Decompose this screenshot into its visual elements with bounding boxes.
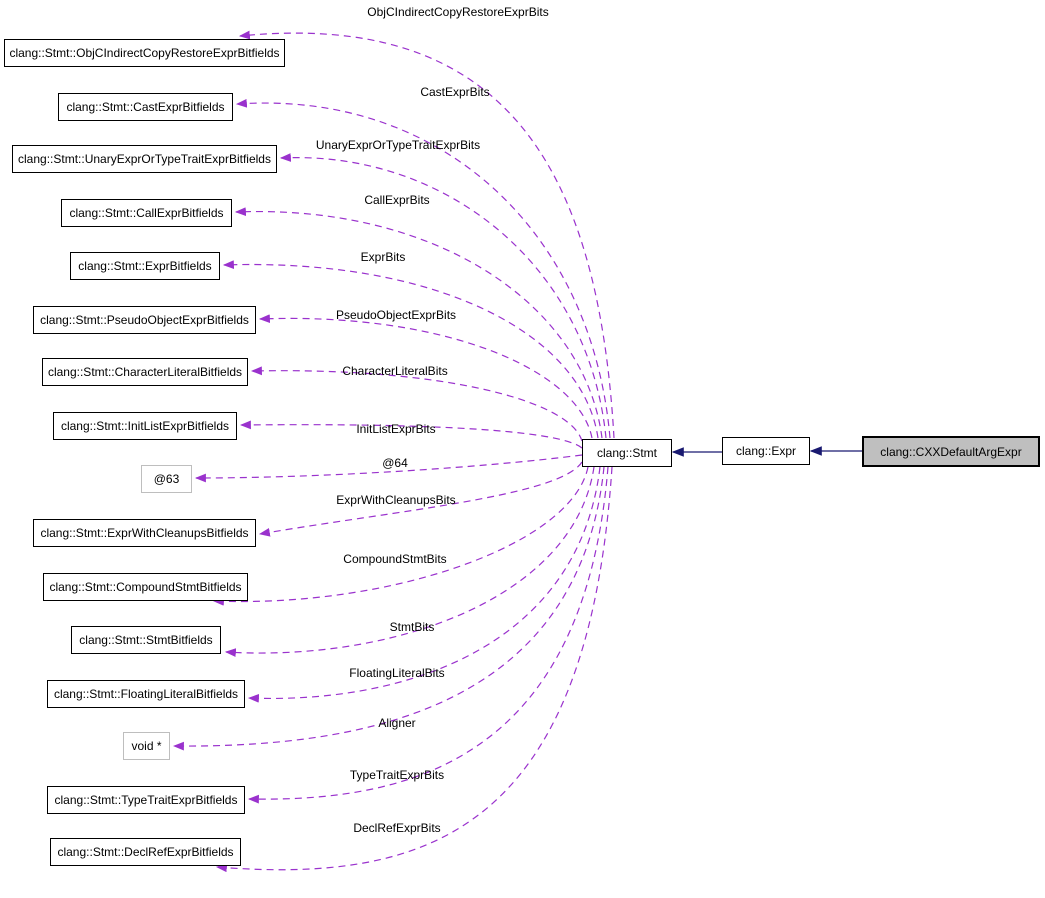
edge-label-aligner: Aligner	[378, 716, 416, 730]
edge-stmtbits	[224, 466, 595, 657]
edge-callexprbits	[234, 207, 603, 439]
node-castexprbitfields[interactable]: clang::Stmt::CastExprBitfields	[58, 93, 233, 121]
edge-label-pseudoobjectexprbits: PseudoObjectExprBits	[335, 308, 457, 322]
node-exprwithcleanupsbitfields[interactable]: clang::Stmt::ExprWithCleanupsBitfields	[33, 519, 256, 547]
edge-compoundstmtbits	[212, 466, 589, 606]
edge-label-declrefexprbits: DeclRefExprBits	[353, 821, 441, 835]
node-floatingliteralbitfields[interactable]: clang::Stmt::FloatingLiteralBitfields	[47, 680, 245, 708]
node-typetraitexprbitfields[interactable]: clang::Stmt::TypeTraitExprBitfields	[47, 786, 245, 814]
edge-anon-64	[194, 454, 583, 483]
node-callexprbitfields[interactable]: clang::Stmt::CallExprBitfields	[61, 199, 232, 227]
edge-aligner	[172, 466, 605, 751]
edge-floatingliteralbits	[247, 466, 601, 703]
node-clang-expr[interactable]: clang::Expr	[722, 437, 810, 465]
edge-label-exprwithcleanupsbits: ExprWithCleanupsBits	[336, 493, 456, 507]
edge-label-exprbits: ExprBits	[360, 250, 406, 264]
node-compoundstmtbitfields[interactable]: clang::Stmt::CompoundStmtBitfields	[43, 573, 248, 601]
edge-unaryexprortypetraitexprbits	[279, 153, 607, 439]
node-clang-cxxdefaultargexpr-current: clang::CXXDefaultArgExpr	[862, 436, 1040, 467]
edge-exprwithcleanupsbits	[258, 461, 583, 537]
edge-exprbits	[222, 260, 599, 439]
edge-label-unaryexprortypetraitexprbits: UnaryExprOrTypeTraitExprBits	[315, 138, 481, 152]
edge-declrefexprbits	[215, 466, 613, 873]
edge-label-callexprbits: CallExprBits	[364, 193, 430, 207]
edge-castexprbits	[235, 98, 611, 439]
edge-initlistexprbits	[239, 420, 583, 449]
node-initlistexprbitfields[interactable]: clang::Stmt::InitListExprBitfields	[53, 412, 237, 440]
node-unaryexprortypetraitexprbitfields[interactable]: clang::Stmt::UnaryExprOrTypeTraitExprBit…	[12, 145, 277, 173]
edge-label-initlistexprbits: InitListExprBits	[356, 422, 436, 436]
node-declrefexprbitfields[interactable]: clang::Stmt::DeclRefExprBitfields	[50, 838, 241, 866]
node-anon-63: @63	[141, 465, 192, 493]
node-characterliteralbitfields[interactable]: clang::Stmt::CharacterLiteralBitfields	[42, 358, 248, 386]
edge-label-floatingliteralbits: FloatingLiteralBits	[349, 666, 445, 680]
node-stmtbitfields[interactable]: clang::Stmt::StmtBitfields	[71, 626, 221, 654]
edge-label-castexprbits: CastExprBits	[420, 85, 490, 99]
edge-label-stmtbits: StmtBits	[389, 620, 435, 634]
edge-label-anon-64: @64	[382, 456, 408, 470]
edge-label-characterliteralbits: CharacterLiteralBits	[342, 364, 448, 378]
node-exprbitfields[interactable]: clang::Stmt::ExprBitfields	[70, 252, 220, 280]
edge-label-compoundstmtbits: CompoundStmtBits	[343, 552, 447, 566]
edge-typetraitexprbits	[247, 466, 609, 804]
edge-objcindirectcopyrestoreexprbits	[238, 30, 615, 439]
edge-pseudoobjectexprbits	[258, 314, 593, 439]
node-objcindirectcopyrestoreexprbitfields[interactable]: clang::Stmt::ObjCIndirectCopyRestoreExpr…	[4, 39, 285, 67]
node-pseudoobjectexprbitfields[interactable]: clang::Stmt::PseudoObjectExprBitfields	[33, 306, 256, 334]
node-clang-stmt[interactable]: clang::Stmt	[582, 439, 672, 467]
node-void-pointer: void *	[123, 732, 170, 760]
edge-label-typetraitexprbits: TypeTraitExprBits	[349, 768, 445, 782]
edge-label-objcindirectcopyrestoreexprbits: ObjCIndirectCopyRestoreExprBits	[367, 5, 549, 19]
